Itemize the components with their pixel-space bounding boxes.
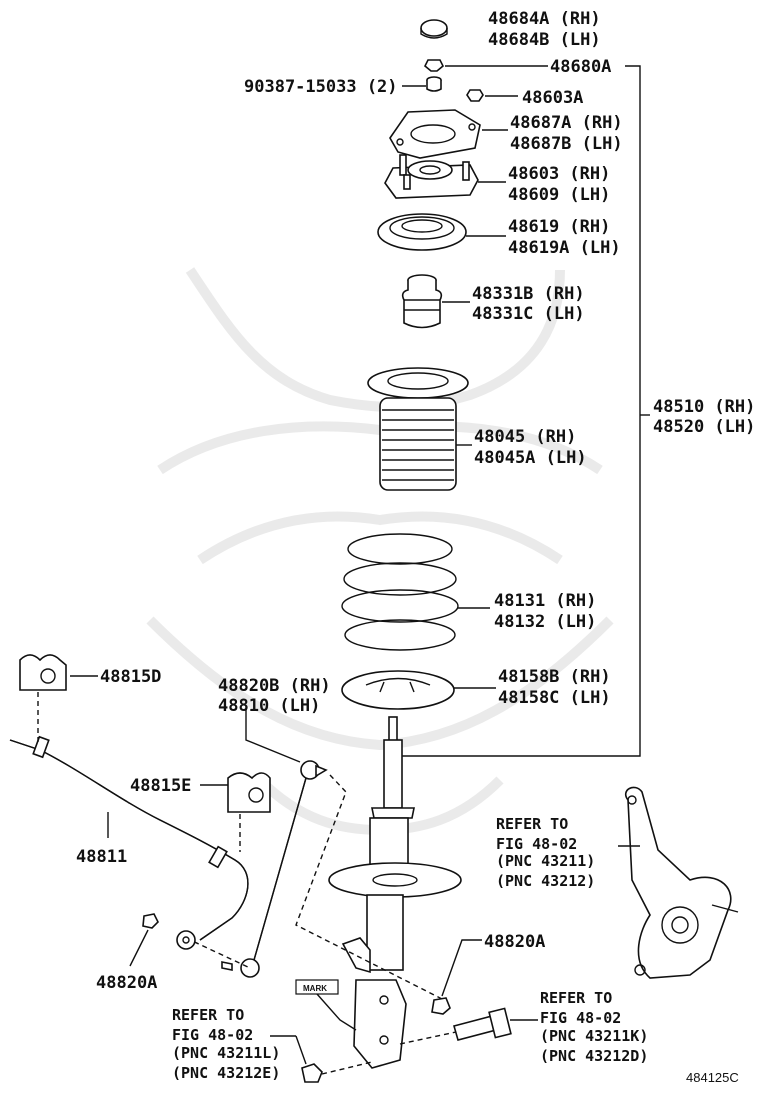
refer-bolt-line1: REFER TO — [540, 989, 612, 1007]
stabilizer-link — [221, 760, 328, 978]
label-48603: 48603 (RH) — [508, 164, 610, 184]
label-48815e: 48815E — [130, 776, 191, 796]
knuckle-bolt — [453, 1007, 512, 1041]
label-48811: 48811 — [76, 847, 127, 867]
bushing-48815e — [227, 772, 271, 813]
label-48687b: 48687B (LH) — [510, 134, 623, 154]
label-48820a-left: 48820A — [96, 973, 157, 993]
label-90387: 90387-15033 (2) — [244, 77, 398, 97]
bearing-seat — [377, 213, 467, 251]
nut-48820a-left — [142, 913, 159, 929]
label-48609: 48609 (LH) — [508, 185, 610, 205]
label-48520: 48520 (LH) — [653, 417, 755, 437]
stabilizer-bar — [9, 735, 249, 941]
label-48815d: 48815D — [100, 667, 161, 687]
label-48820a-right: 48820A — [484, 932, 545, 952]
label-48820b: 48820B (RH) — [218, 676, 331, 696]
nut-48820a-right — [431, 997, 451, 1015]
suspension-support — [384, 154, 479, 199]
refer-nut-line2: FIG 48-02 — [172, 1026, 253, 1044]
spring-bumper-boot — [367, 367, 469, 491]
refer-bolt-line2: FIG 48-02 — [540, 1009, 621, 1027]
bushing-clamp — [176, 930, 196, 950]
mark-label: MARK — [303, 984, 327, 993]
knuckle-nut — [301, 1063, 323, 1083]
dust-cap — [420, 19, 448, 39]
label-48684a: 48684A (RH) — [488, 9, 601, 29]
refer-nut-line1: REFER TO — [172, 1006, 244, 1024]
refer-bolt-line3: (PNC 43211K) — [540, 1027, 648, 1045]
label-48132: 48132 (LH) — [494, 612, 596, 632]
label-48045a: 48045A (LH) — [474, 448, 587, 468]
label-48603a: 48603A — [522, 88, 583, 108]
label-48680a: 48680A — [550, 57, 611, 77]
mark-indicator: MARK — [295, 979, 339, 995]
label-48684b: 48684B (LH) — [488, 30, 601, 50]
spring-insulator — [341, 670, 455, 710]
bushing-48815d — [19, 654, 67, 691]
shock-absorber — [328, 716, 462, 1069]
refer-knuckle-line2: FIG 48-02 — [496, 835, 577, 853]
label-48045: 48045 (RH) — [474, 427, 576, 447]
refer-knuckle-line4: (PNC 43212) — [496, 872, 595, 890]
label-48158c: 48158C (LH) — [498, 688, 611, 708]
watermark-logo — [146, 267, 614, 836]
steering-knuckle — [625, 786, 739, 979]
collar-90387 — [426, 76, 442, 92]
nut-48603a — [466, 89, 484, 102]
label-48810: 48810 (LH) — [218, 696, 320, 716]
diagram-code: 484125C — [686, 1070, 739, 1085]
label-48158b: 48158B (RH) — [498, 667, 611, 687]
label-48131: 48131 (RH) — [494, 591, 596, 611]
label-48619a: 48619A (LH) — [508, 238, 621, 258]
label-48331b: 48331B (RH) — [472, 284, 585, 304]
refer-knuckle-line3: (PNC 43211) — [496, 852, 595, 870]
refer-nut-line4: (PNC 43212E) — [172, 1064, 280, 1082]
nut-48680 — [424, 59, 444, 72]
coil-spring — [341, 533, 459, 651]
refer-bolt-line4: (PNC 43212D) — [540, 1047, 648, 1065]
refer-knuckle-line1: REFER TO — [496, 815, 568, 833]
label-48331c: 48331C (LH) — [472, 304, 585, 324]
refer-nut-line3: (PNC 43211L) — [172, 1044, 280, 1062]
label-48687a: 48687A (RH) — [510, 113, 623, 133]
assembly-bracket-line — [398, 65, 641, 757]
label-48619: 48619 (RH) — [508, 217, 610, 237]
label-48510: 48510 (RH) — [653, 397, 755, 417]
bound-stopper — [401, 274, 443, 329]
support-cover-plate — [389, 109, 481, 159]
